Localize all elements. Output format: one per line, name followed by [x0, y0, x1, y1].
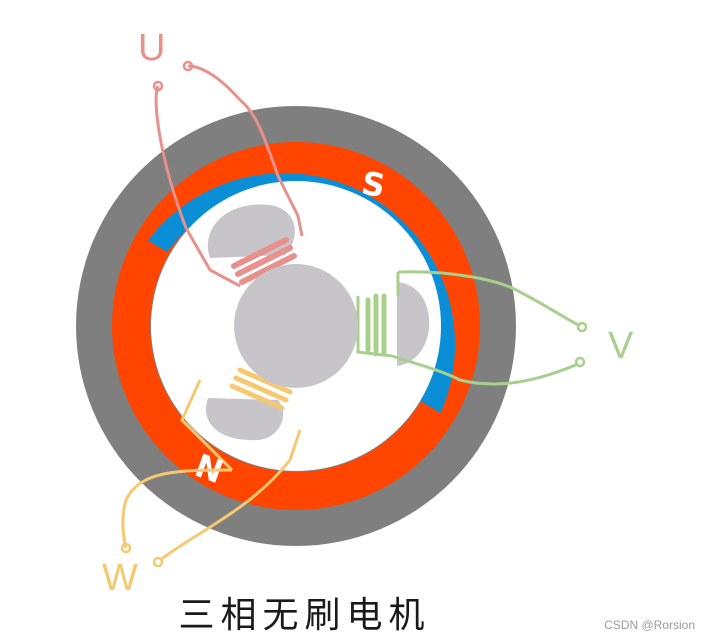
phase-u-label: U — [138, 27, 165, 69]
phase-u-terminal-b — [182, 60, 194, 72]
coil-u-wire — [184, 175, 304, 288]
phase-v-terminal-a — [576, 321, 588, 333]
magnet-ring-north — [112, 142, 480, 510]
coil-w-wire — [180, 379, 302, 472]
phase-u-lead — [152, 60, 280, 229]
coil-w — [180, 367, 302, 472]
coil-v-windings — [365, 293, 387, 357]
coil-w-windings — [229, 367, 293, 411]
phase-v-terminal-b — [574, 356, 586, 368]
phase-u-terminal-a — [152, 80, 164, 92]
diagram-title: 三相无刷电机 — [178, 595, 431, 636]
phase-w-terminal-b — [152, 556, 164, 568]
coil-v-pole-shoe — [397, 282, 430, 366]
phase-v-label: V — [608, 325, 634, 367]
coil-w-pole-shoe — [205, 398, 284, 441]
coil-u-windings — [231, 237, 297, 285]
coil-v — [356, 272, 430, 366]
phase-w-lead — [120, 459, 292, 568]
coil-u — [184, 175, 304, 288]
phase-v-lead — [391, 270, 588, 386]
rotor-core — [234, 264, 358, 388]
phase-w-terminal-a — [120, 542, 132, 554]
phase-w-label: W — [102, 557, 138, 599]
credit-watermark: CSDN @Rorsion — [604, 618, 695, 632]
coil-v-wire — [356, 272, 400, 358]
